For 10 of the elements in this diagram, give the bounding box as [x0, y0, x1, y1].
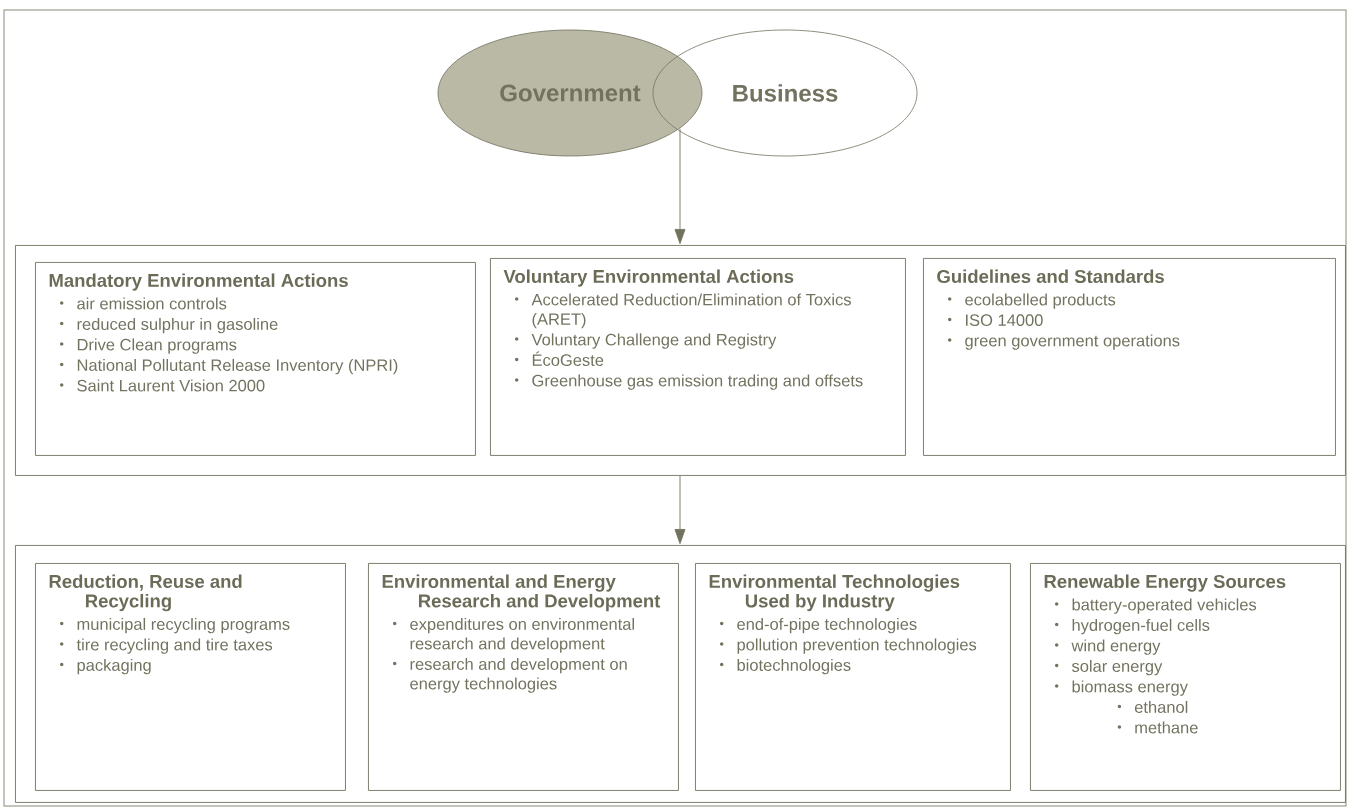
arrow: [674, 475, 686, 545]
panel-frame: [15, 545, 1346, 803]
content-box: Environmental Technologies Used by Industry end-of-pipe technologies pollution prevention technologies biotechnologies: [695, 563, 1011, 791]
content-box: Renewable Energy Sources battery-operated vehicles hydrogen-fuel cells wind energy solar energy biomass energy ethanol methane: [1030, 563, 1341, 791]
content-box: Environmental and Energy Research and Development expenditures on environmental research and development research and development on energy technologies: [368, 563, 679, 791]
panel-frame: [15, 245, 1346, 476]
content-box: Reduction, Reuse and Recycling municipal recycling programs tire recycling and tire taxes packaging: [35, 563, 346, 791]
content-box: Voluntary Environmental Actions Accelerated Reduction/Elimination of Toxics (ARET) Voluntary Challenge and Registry ÉcoGeste Greenhouse gas emission trading and offsets: [490, 258, 906, 456]
content-box: Guidelines and Standards ecolabelled products ISO 14000 green government operations: [923, 258, 1336, 456]
content-box: Mandatory Environmental Actions air emission controls reduced sulphur in gasoline Drive Clean programs National Pollutant Release Inventory (NPRI) Saint Laurent Vision 2000: [35, 262, 476, 456]
